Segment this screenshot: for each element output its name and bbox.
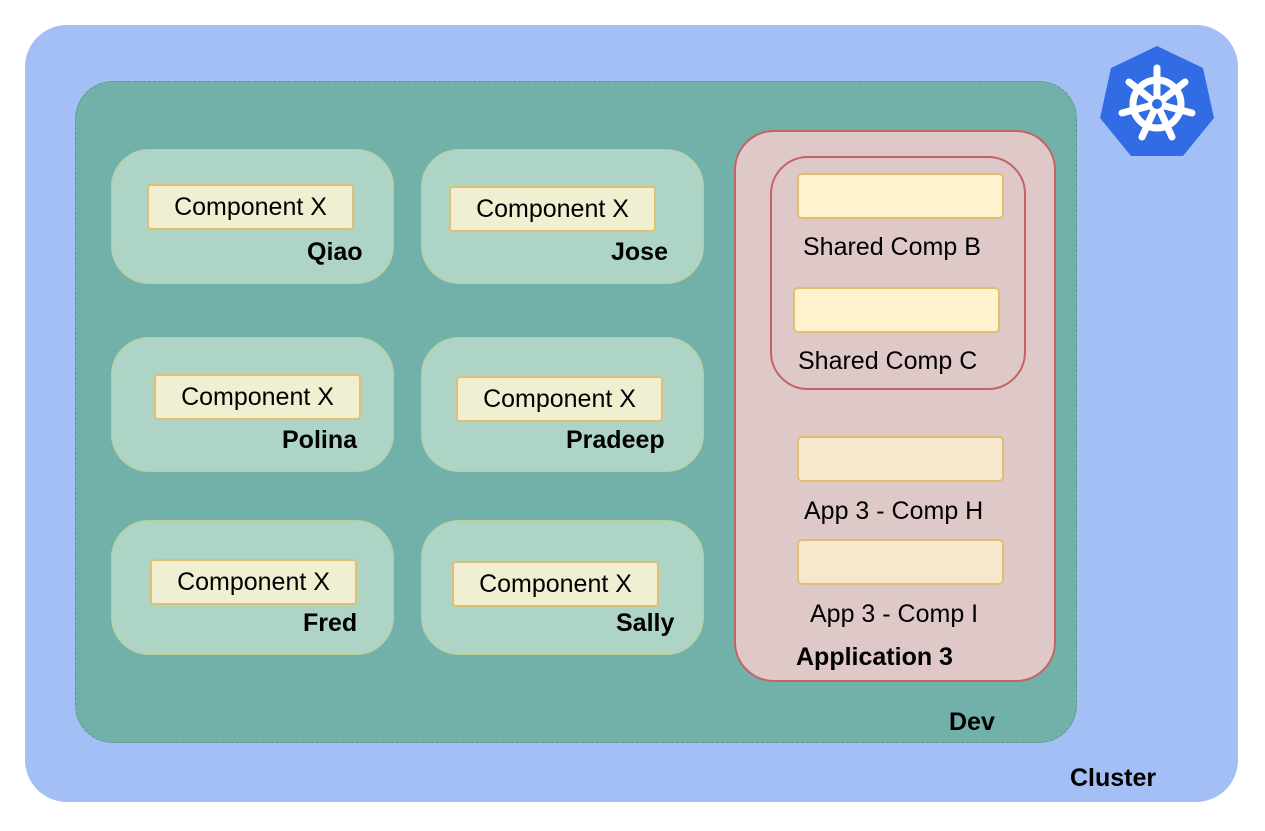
app3-comp-h-box [797,436,1004,482]
shared-comp-b-label: Shared Comp B [803,233,981,261]
cluster-label: Cluster [1070,764,1157,792]
dev-label: Dev [949,708,995,736]
shared-comp-c-box [793,287,1000,333]
shared-comp-b-box [797,173,1004,219]
namespace-owner-label: Pradeep [566,426,665,454]
application-3-container [734,130,1056,682]
component-box: Component X [147,184,354,230]
namespace-owner-label: Sally [616,609,675,637]
application-3-label: Application 3 [796,643,953,671]
component-box: Component X [452,561,659,607]
shared-comp-c-label: Shared Comp C [798,347,978,375]
app3-comp-i-label: App 3 - Comp I [810,600,979,628]
namespace-owner-label: Qiao [307,238,363,266]
component-box: Component X [449,186,656,232]
component-box: Component X [150,559,357,605]
component-box: Component X [456,376,663,422]
shared-components-group [770,156,1026,390]
app3-comp-h-label: App 3 - Comp H [804,497,984,525]
namespace-owner-label: Jose [611,238,668,266]
namespace-owner-label: Fred [303,609,358,637]
kubernetes-logo-icon [1100,46,1214,156]
namespace-owner-label: Polina [282,426,358,454]
component-box: Component X [154,374,361,420]
app3-comp-i-box [797,539,1004,585]
